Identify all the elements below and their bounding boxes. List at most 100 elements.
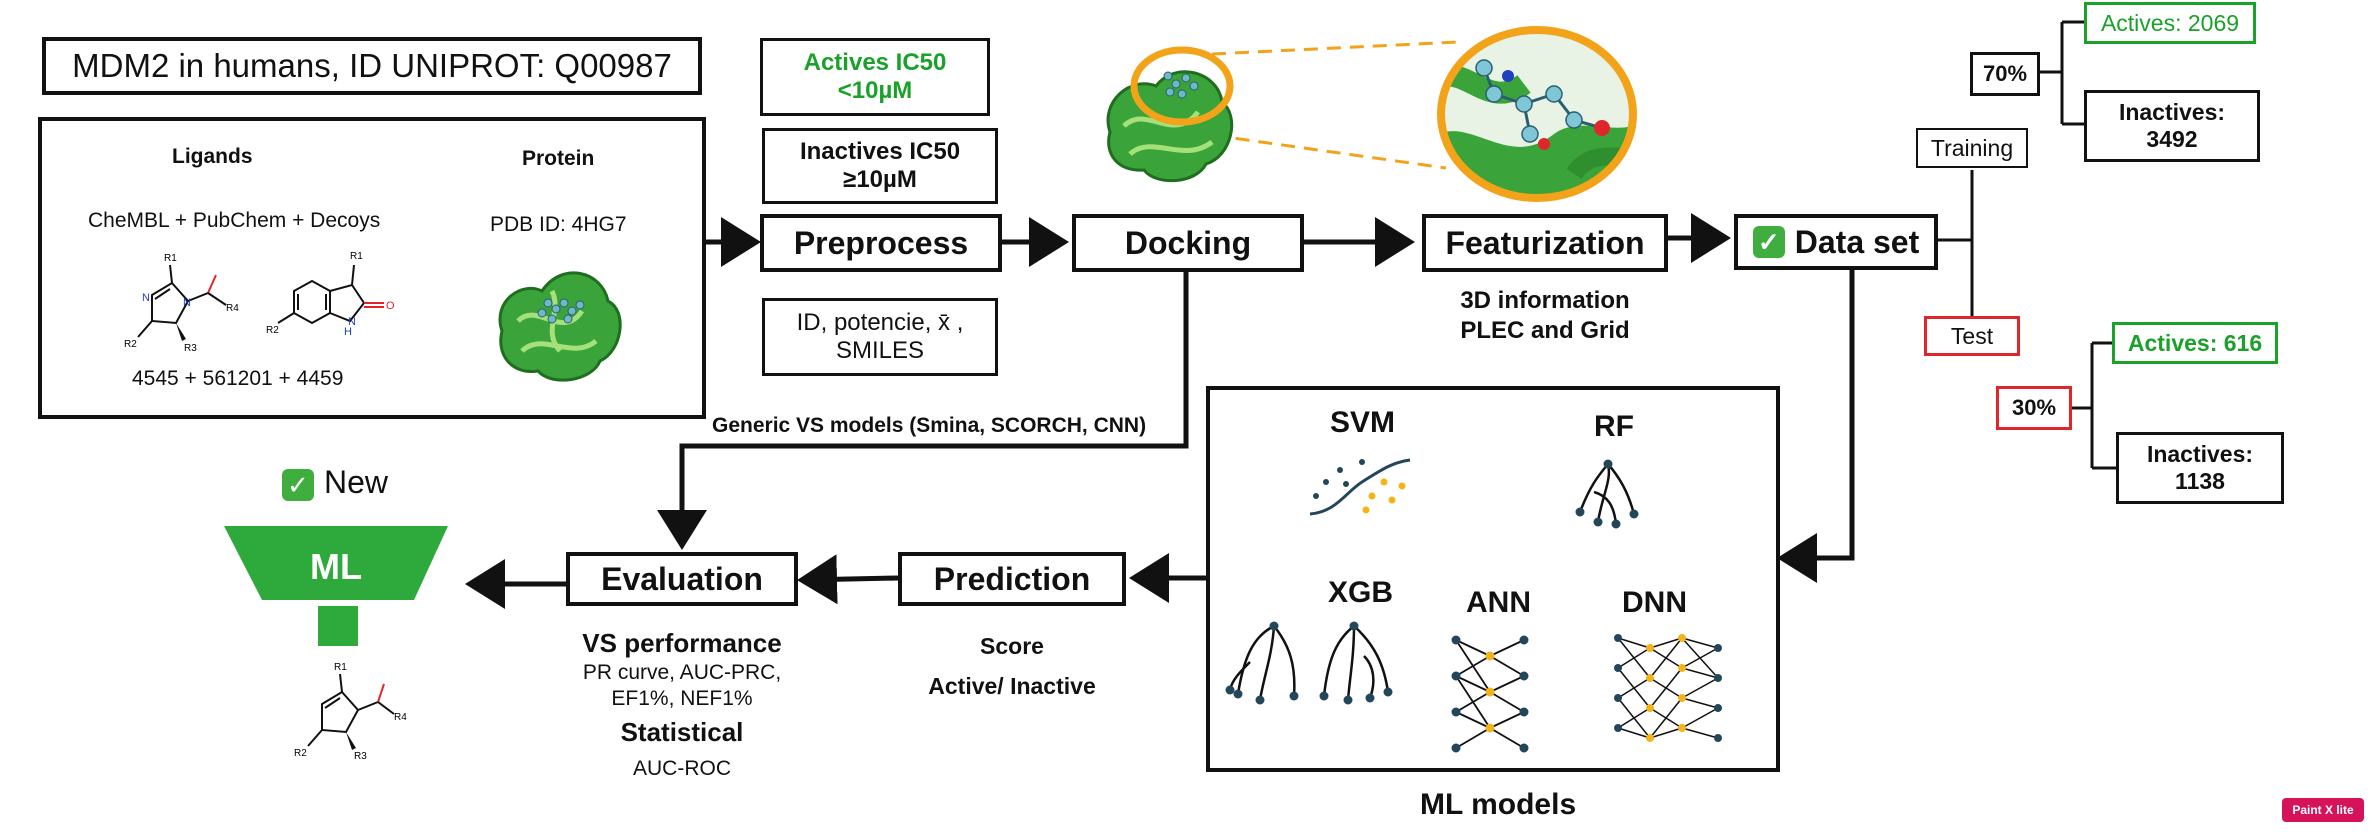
svm-label: SVM: [1330, 406, 1396, 439]
dataset-box: ✓ Data set: [1734, 214, 1938, 270]
train-inactives-box: Inactives: 3492: [2084, 90, 2260, 162]
r2-label: R2: [266, 325, 279, 336]
ml-funnel-icon: ML: [224, 526, 448, 646]
train-actives-label: Actives: 2069: [2100, 9, 2240, 36]
ml-models-caption: ML models: [1420, 788, 1577, 821]
actives-ic50-threshold: <10µM: [837, 77, 913, 104]
generic-vs-models-label: Generic VS models (Smina, SCORCH, CNN): [712, 414, 1147, 437]
statistical-heading: Statistical: [620, 717, 744, 747]
featurization-info-line2: PLEC and Grid: [1460, 317, 1630, 344]
arrow-prediction-to-evaluation: [797, 554, 899, 605]
checkmark-icon: ✓: [282, 468, 314, 501]
preprocess-fields-line1: ID, potencie, x̄ ,: [796, 309, 964, 336]
r1-label: R1: [164, 253, 177, 264]
binding-pocket-zoom-icon: [1437, 26, 1637, 202]
ring-n-label: N: [183, 297, 191, 309]
watermark-badge: Paint X lite: [2282, 798, 2364, 822]
ring-n-label: N: [348, 316, 356, 328]
test-label: Test: [1950, 322, 1994, 349]
rf-label: RF: [1594, 410, 1634, 443]
xgb-icon: [1225, 621, 1393, 705]
inactives-ic50-box: Inactives IC50 ≥10µM: [762, 128, 998, 204]
ligands-heading: Ligands: [172, 145, 253, 168]
ann-label: ANN: [1466, 586, 1531, 619]
r1-label: R1: [334, 662, 347, 673]
imidazoline-structure-icon: N N R1 R2 R3 R4: [124, 253, 239, 354]
test-actives-box: Actives: 616: [2112, 322, 2278, 364]
statistical-line: AUC-ROC: [633, 757, 731, 780]
test-actives-label: Actives: 616: [2127, 329, 2263, 356]
training-box: Training: [1916, 128, 2028, 168]
vs-performance-line1: PR curve, AUC-PRC,: [582, 661, 782, 684]
test-inactives-box: Inactives: 1138: [2116, 432, 2284, 504]
protein-structure-icon: [498, 271, 622, 382]
actives-ic50-box: Actives IC50 <10µM: [760, 38, 990, 116]
prediction-score-label: Score: [980, 633, 1044, 659]
zoom-callout-line: [1189, 130, 1447, 170]
page-title: MDM2 in humans, ID UNIPROT: Q00987: [72, 47, 672, 84]
featurization-info-line1: 3D information: [1460, 287, 1630, 314]
train-inactives-label: Inactives:: [2118, 99, 2226, 125]
r2-label: R2: [294, 748, 307, 759]
pdb-id: PDB ID: 4HG7: [490, 213, 627, 236]
actives-ic50-label: Actives IC50: [803, 49, 947, 76]
vs-performance-line2: EF1%, NEF1%: [611, 687, 753, 710]
r3-label: R3: [354, 751, 367, 760]
evaluation-info: VS performance PR curve, AUC-PRC, EF1%, …: [560, 626, 804, 786]
funnel-label: ML: [310, 546, 362, 587]
test-box: Test: [1924, 316, 2020, 356]
train-percent-label: 70%: [1982, 61, 2028, 86]
new-ml-label: New: [324, 464, 389, 500]
train-percent-box: 70%: [1970, 52, 2040, 96]
ring-n-label: N: [142, 292, 150, 304]
training-label: Training: [1930, 134, 2014, 161]
oxindole-structure-icon: R1 R2 O H N: [266, 251, 395, 338]
test-inactives-label: Inactives:: [2146, 441, 2254, 467]
svm-icon: [1309, 458, 1411, 516]
inactives-ic50-label: Inactives IC50: [799, 138, 961, 165]
nh-label: H: [344, 326, 352, 338]
prediction-info: Score Active/ Inactive: [898, 626, 1126, 706]
r3-label: R3: [184, 343, 197, 354]
prediction-class-label: Active/ Inactive: [928, 673, 1096, 699]
r4-label: R4: [226, 303, 239, 314]
test-percent-box: 30%: [1996, 386, 2072, 430]
dataset-label: Data set: [1794, 223, 1920, 260]
dnn-icon: [1614, 634, 1722, 742]
arrow-dataset-to-mlmodels: [1777, 260, 1855, 583]
watermark-label: Paint X lite: [2292, 803, 2354, 817]
page-title-box: MDM2 in humans, ID UNIPROT: Q00987: [42, 37, 702, 95]
inactives-ic50-threshold: ≥10µM: [843, 166, 917, 193]
ligand-sources: CheMBL + PubChem + Decoys: [88, 209, 381, 232]
featurization-box: Featurization: [1422, 214, 1668, 272]
preprocess-box: Preprocess: [760, 214, 1002, 272]
docking-label: Docking: [1124, 224, 1252, 261]
r1-label: R1: [350, 251, 363, 262]
oxygen-label: O: [386, 300, 395, 312]
evaluation-box: Evaluation: [566, 552, 798, 606]
input-panel: Ligands Protein CheMBL + PubChem + Decoy…: [38, 117, 706, 419]
preprocess-fields-box: ID, potencie, x̄ , SMILES: [762, 298, 998, 376]
new-ligand-structure-icon: R1 R2 R3 R4: [294, 662, 407, 760]
xgb-label: XGB: [1328, 576, 1394, 609]
featurization-info: 3D information PLEC and Grid: [1430, 286, 1660, 346]
vs-performance-heading: VS performance: [582, 628, 782, 658]
checkmark-icon: ✓: [1752, 226, 1785, 258]
ml-models-panel: SVM RF XGB ANN DNN: [1206, 386, 1780, 772]
ligand-counts: 4545 + 561201 + 4459: [132, 367, 344, 390]
protein-heading: Protein: [522, 147, 595, 170]
zoom-callout-line: [1211, 40, 1459, 56]
r4-label: R4: [394, 712, 407, 723]
preprocess-label: Preprocess: [793, 224, 969, 261]
evaluation-label: Evaluation: [601, 560, 763, 597]
r2-label: R2: [124, 339, 137, 350]
rf-icon: [1575, 459, 1639, 529]
ann-icon: [1451, 635, 1529, 753]
test-percent-label: 30%: [2011, 395, 2057, 420]
dnn-label: DNN: [1622, 586, 1687, 619]
preprocess-fields-line2: SMILES: [835, 337, 925, 364]
new-ml-label-group: ✓ New: [282, 464, 388, 501]
train-actives-box: Actives: 2069: [2084, 2, 2256, 44]
train-inactives-value: 3492: [2146, 126, 2198, 152]
